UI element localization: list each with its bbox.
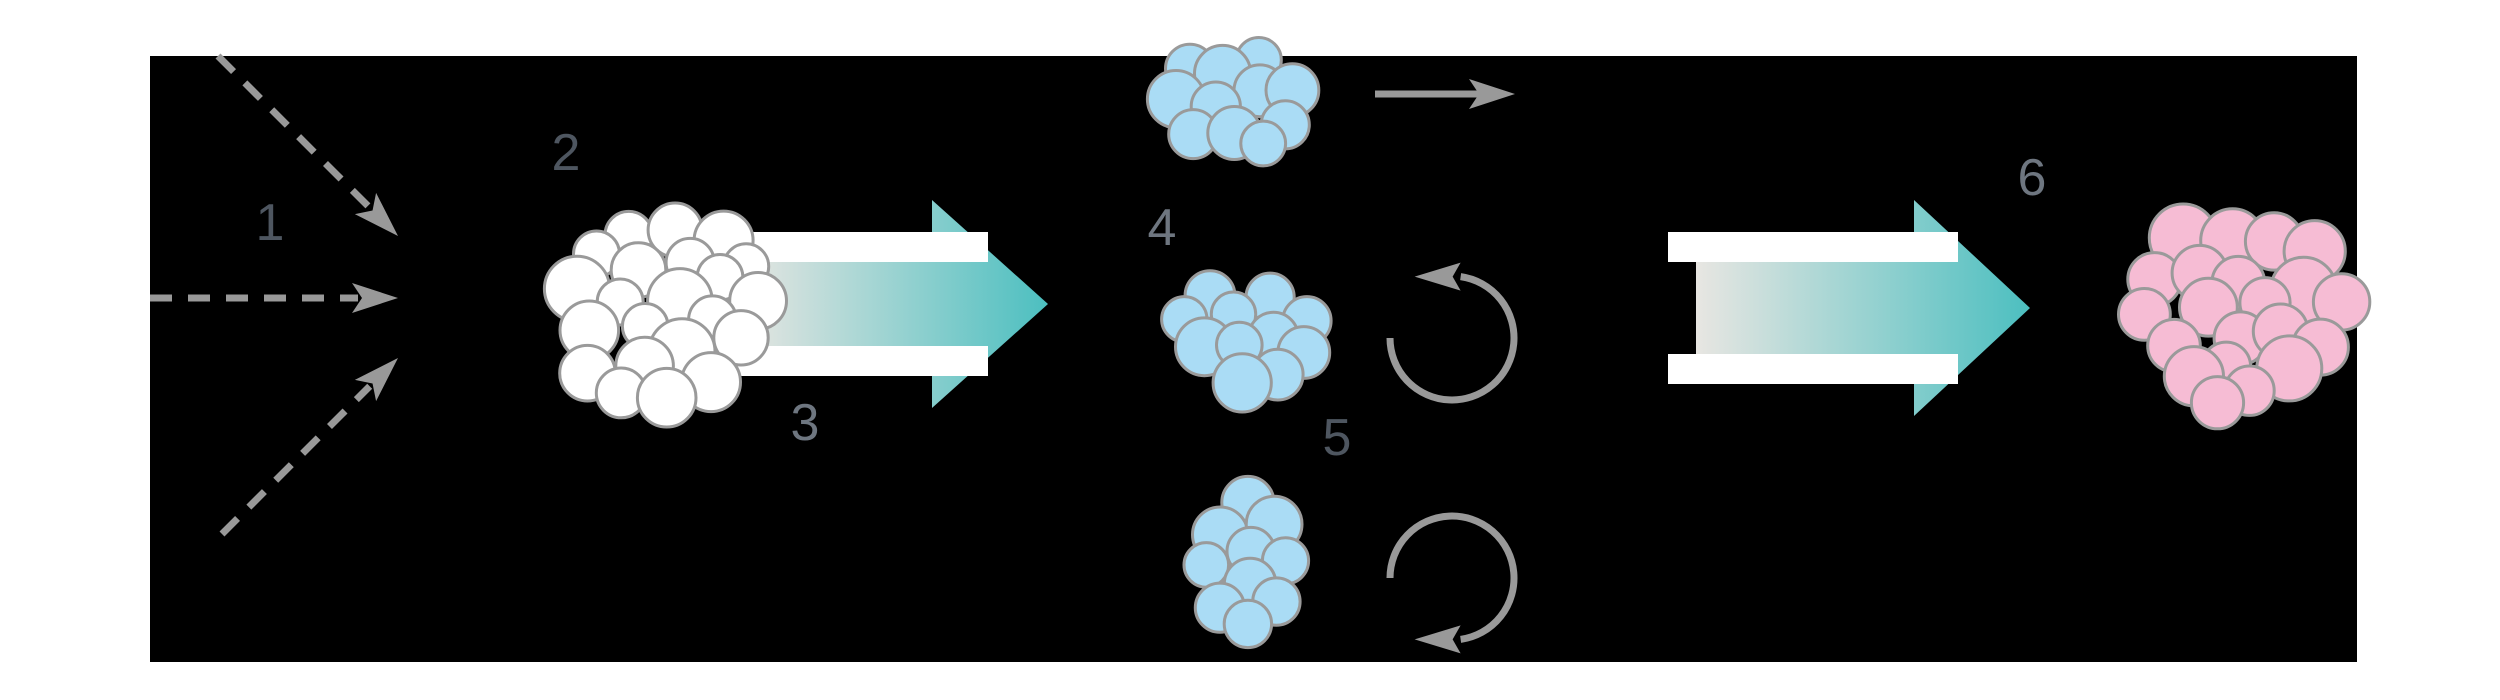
nanoparticle (1211, 352, 1273, 414)
block-arrow-teal-left-bar-top (728, 232, 988, 262)
step-label-2: 2 (552, 124, 581, 182)
nanoparticle (1222, 598, 1274, 650)
nanoparticle (1182, 541, 1231, 589)
nanoparticle-cluster-blue-bottom (1182, 474, 1311, 650)
circular-arrow-clockwise-lower-head (1414, 625, 1461, 654)
step-label-4: 4 (1148, 199, 1177, 257)
nanoparticle-cluster-blue-top (1145, 36, 1321, 168)
step-label-5: 5 (1323, 409, 1352, 467)
dashed-arrows-group (150, 53, 398, 537)
circular-arrow-clockwise-lower-arc (1386, 512, 1518, 643)
nanoparticle-cluster-blue-middle (1160, 269, 1333, 414)
block-arrow-teal-left (728, 200, 1048, 408)
block-arrow-teal-right-bar-top (1668, 232, 1958, 262)
circular-arrows-group (1386, 262, 1518, 654)
dashed-arrow-incoming-middle-head (352, 283, 398, 313)
nanoparticle (635, 366, 698, 429)
straight-gray-arrow (1375, 79, 1515, 109)
nanoparticle-cluster-white (542, 201, 788, 429)
nanoparticle (2189, 375, 2246, 431)
dashed-arrow-incoming-top-head (354, 192, 398, 236)
step-labels-group: 1 2 3 4 5 6 (256, 124, 2047, 467)
circular-arrow-clockwise-upper-head (1414, 262, 1461, 291)
straight-gray-arrow-head (1469, 79, 1515, 109)
step-label-6: 6 (2018, 149, 2047, 207)
nanoparticle-cluster-pink (2117, 202, 2372, 431)
nanoparticle (712, 309, 770, 367)
circular-arrow-clockwise-upper-arc (1386, 273, 1518, 404)
block-arrow-teal-right-bar-bottom (1668, 354, 1958, 384)
block-arrow-teal-left-bar-bottom (728, 346, 988, 376)
dashed-arrow-incoming-bottom-head (354, 358, 398, 402)
block-arrow-teal-right (1668, 200, 2030, 416)
step-label-1: 1 (256, 194, 285, 252)
nanoparticle (1239, 119, 1288, 168)
step-label-3: 3 (791, 394, 820, 452)
